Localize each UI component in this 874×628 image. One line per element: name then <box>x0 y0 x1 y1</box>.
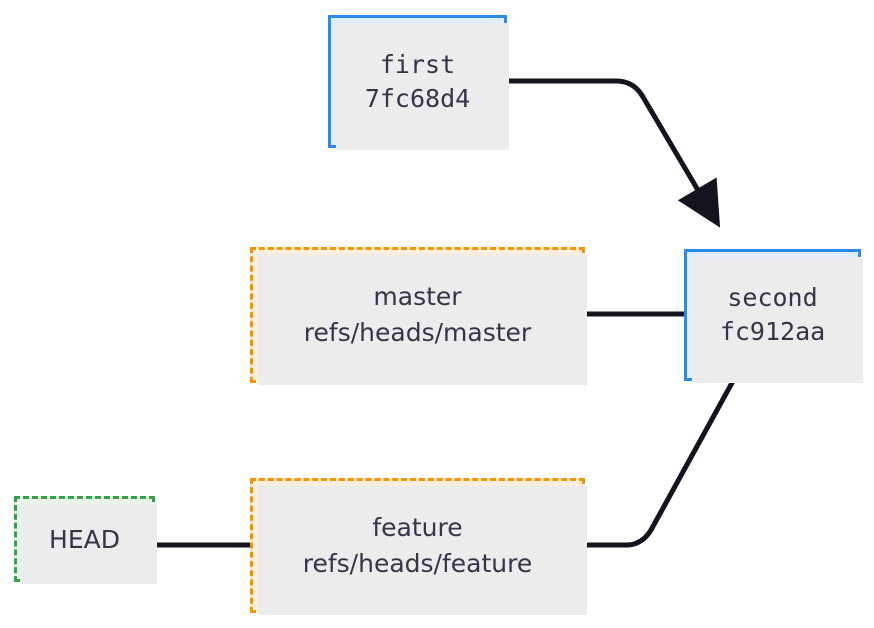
node-shadow <box>692 257 863 383</box>
ref-path: refs/heads/master <box>303 318 532 347</box>
commit-node-first[interactable]: first 7fc68d4 <box>328 15 509 150</box>
edge-feature-to-second <box>585 379 736 548</box>
commit-label: first <box>379 49 456 79</box>
ref-node-feature[interactable]: feature refs/heads/feature <box>250 478 587 615</box>
node-shadow <box>258 486 587 615</box>
commit-node-second[interactable]: second fc912aa <box>684 249 863 383</box>
ref-label: master <box>373 282 462 311</box>
head-node[interactable]: HEAD <box>14 496 157 584</box>
ref-node-master[interactable]: master refs/heads/master <box>250 247 587 385</box>
commit-hash: 7fc68d4 <box>364 83 471 113</box>
commit-hash: fc912aa <box>719 317 826 346</box>
head-label: HEAD <box>49 524 120 554</box>
edge-first-to-second <box>507 78 721 228</box>
commit-label: second <box>727 283 818 312</box>
node-shadow <box>258 255 587 385</box>
ref-path: refs/heads/feature <box>302 548 533 578</box>
ref-label: feature <box>372 512 463 542</box>
node-shadow <box>336 23 509 150</box>
node-shadow <box>22 504 157 584</box>
